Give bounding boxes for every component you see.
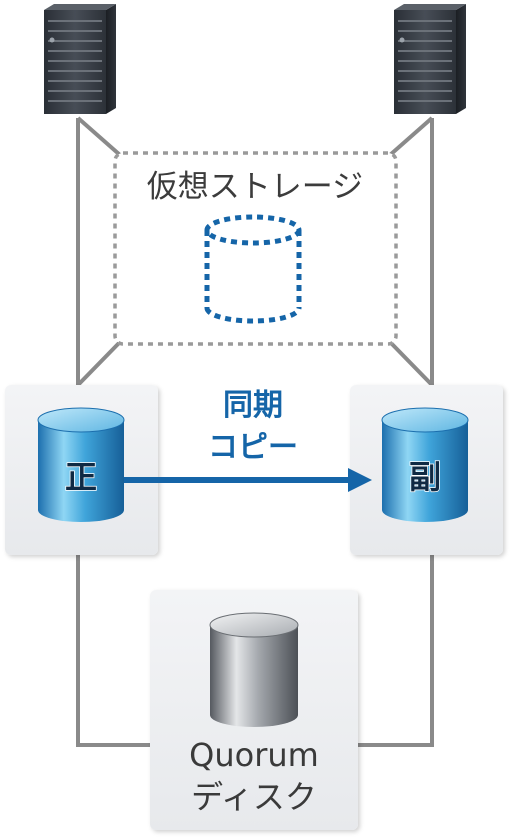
connection-lines: [76, 116, 434, 747]
primary-disk-icon: [37, 407, 125, 522]
vs-right-link: [388, 340, 434, 387]
server-right-diagonal: [388, 116, 434, 157]
quorum-label-line1: Quorum: [189, 736, 319, 774]
vs-left-link: [76, 340, 122, 387]
virtual-disk-icon: [204, 214, 302, 324]
virtual-storage-box: 仮想ストレージ: [113, 151, 398, 346]
secondary-storage-label: 副: [409, 458, 441, 496]
sync-copy-label-line2: コピー: [208, 430, 298, 465]
quorum-disk-icon: [209, 612, 299, 727]
sync-copy-label-line1: 同期: [223, 388, 283, 423]
quorum-right-line: [358, 555, 434, 747]
quorum-left-line: [76, 555, 150, 747]
server-left-icon: [44, 4, 116, 114]
virtual-storage-label: 仮想ストレージ: [147, 169, 363, 205]
sync-copy-arrow: [124, 468, 372, 492]
server-right-icon: [394, 4, 466, 114]
secondary-storage-node: 副: [350, 385, 503, 555]
server-left-diagonal: [76, 116, 122, 157]
secondary-disk-icon: [381, 407, 469, 522]
quorum-label-line2: ディスク: [191, 778, 317, 816]
quorum-disk-node: Quorum ディスク: [150, 590, 358, 830]
primary-storage-node: 正: [5, 385, 158, 555]
primary-storage-label: 正: [65, 458, 97, 496]
